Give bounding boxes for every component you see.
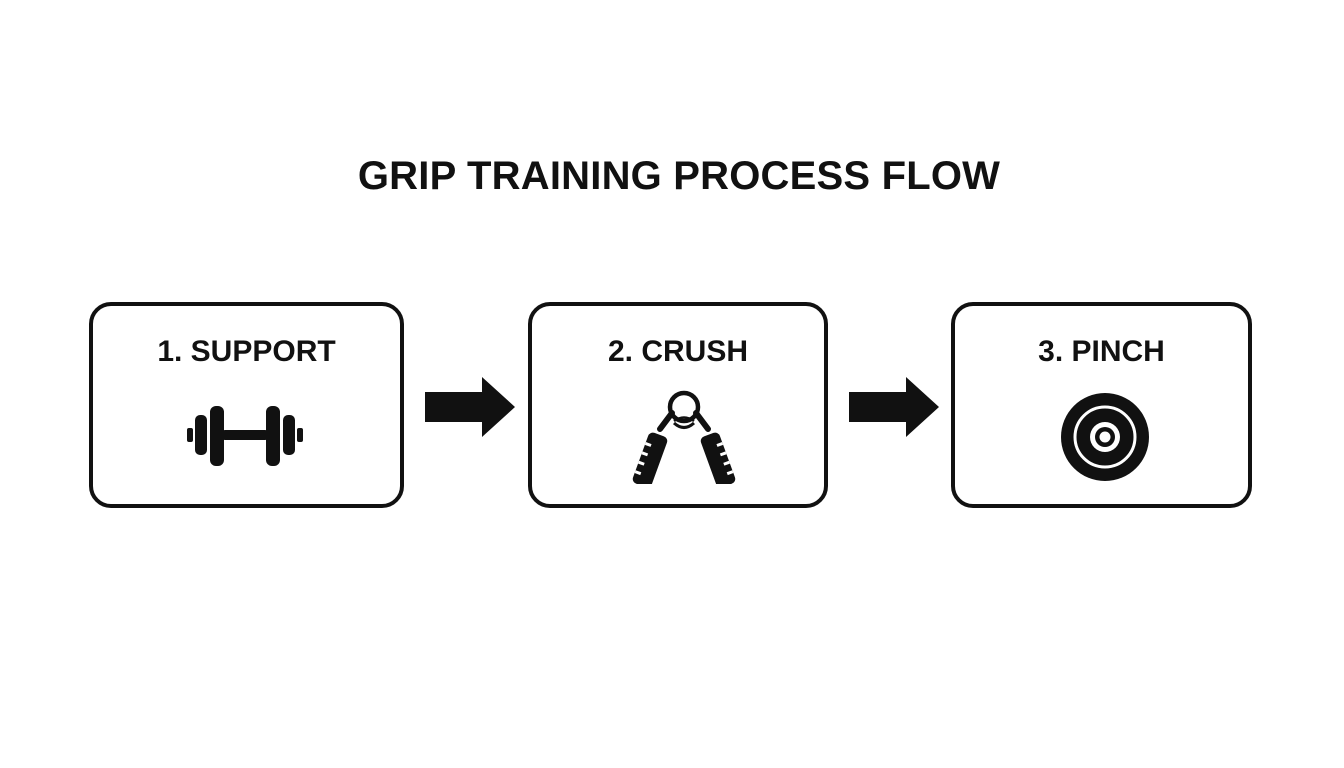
step-support-label: 1. SUPPORT xyxy=(157,335,336,368)
step-support-box: 1. SUPPORT xyxy=(89,302,404,508)
step-pinch-box: 3. PINCH xyxy=(951,302,1252,508)
weight-plate-icon xyxy=(1061,393,1149,481)
step-pinch-label: 3. PINCH xyxy=(1038,335,1165,368)
step-crush-label: 2. CRUSH xyxy=(607,335,749,368)
dumbbell-icon xyxy=(187,406,303,466)
right-arrow-icon xyxy=(425,377,515,437)
hand-gripper-icon xyxy=(632,390,736,484)
right-arrow-icon xyxy=(849,377,939,437)
diagram-title: GRIP TRAINING PROCESS FLOW xyxy=(357,154,1001,198)
step-crush-box: 2. CRUSH xyxy=(528,302,828,508)
